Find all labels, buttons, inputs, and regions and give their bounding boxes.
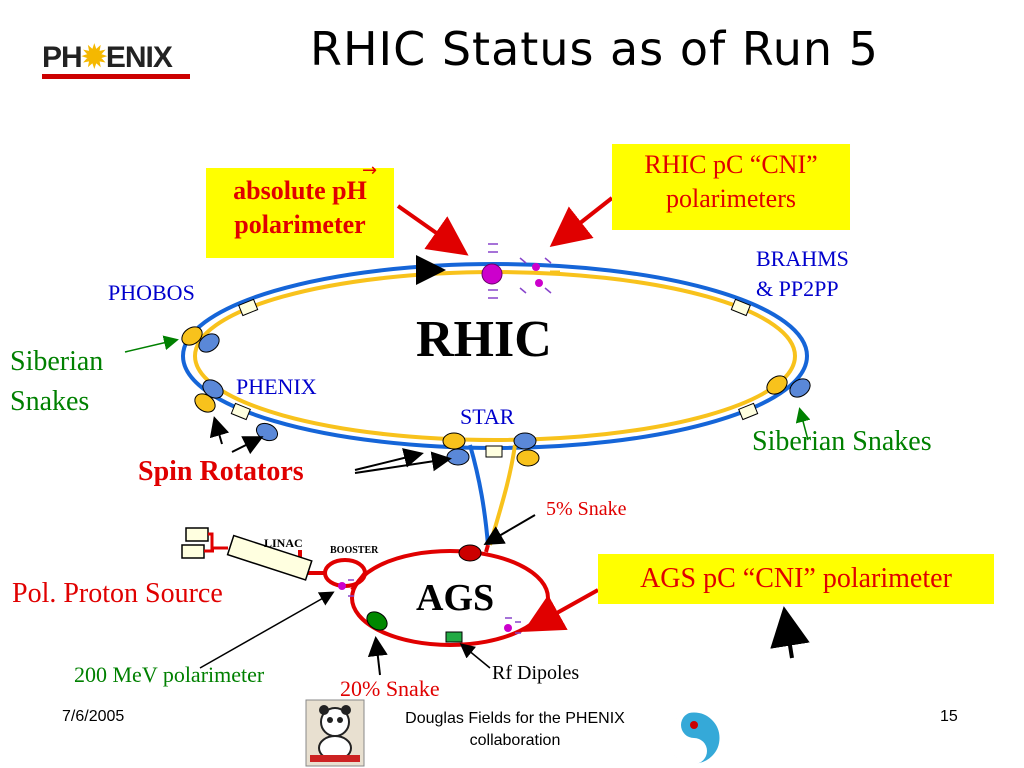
brahms-label: BRAHMS & PP2PP: [756, 244, 849, 304]
ags-pc-up-arrow: [770, 606, 810, 659]
footer-date: 7/6/2005: [62, 708, 125, 725]
phobos-label: PHOBOS: [108, 280, 195, 305]
brahms-line1: BRAHMS: [756, 246, 849, 271]
rf-dipole-icon: [445, 631, 463, 643]
spin-rotator-arrow-2: [231, 436, 264, 455]
pol-proton-arrow: [199, 591, 335, 669]
page-title: RHIC Status as of Run 5: [310, 22, 879, 76]
logo-text-right: ENIX: [105, 41, 173, 74]
ags-label: AGS: [416, 577, 495, 619]
linac: [226, 534, 313, 581]
five-pct-snake-arrow: [483, 514, 536, 546]
transfer-line-red: [484, 544, 490, 553]
phenix-label: PHENIX: [236, 374, 317, 399]
siberian-left-label: Siberian Snakes: [10, 342, 103, 422]
ags-5pct-snake-icon: [458, 544, 482, 562]
absolute-ph-line2: polarimeter: [234, 210, 366, 239]
footer-author-line1: Douglas Fields for the PHENIX: [405, 710, 625, 727]
siberian-right-arrow: [795, 407, 811, 441]
rhic-label: RHIC: [416, 311, 552, 368]
booster-polarimeter-icon: [338, 582, 346, 590]
absolute-ph-arrow: [396, 204, 469, 256]
footer-author: Douglas Fields for the PHENIX collaborat…: [380, 708, 650, 752]
ph-jet-icon: [481, 263, 503, 285]
injection-line-blue: [468, 444, 490, 546]
brahms-line2: & PP2PP: [756, 276, 839, 301]
twenty-pct-snake-arrow: [367, 636, 388, 676]
polarimeter-200mev-label: 200 MeV polarimeter: [74, 662, 265, 687]
linac-label: LINAC: [264, 536, 303, 550]
source-block-1: [185, 527, 209, 542]
source-block-2: [181, 544, 205, 559]
pol-proton-source-label: Pol. Proton Source: [12, 578, 223, 609]
ring-detector-right: [738, 402, 759, 421]
logo-text-left: PH: [42, 41, 83, 74]
rhic-pc-line1: RHIC pC “CNI”: [644, 150, 818, 179]
logo-underline: [42, 74, 190, 79]
ags-20pct-snake-icon: [366, 611, 388, 631]
booster-label: BOOSTER: [330, 545, 379, 556]
siberian-left-line2: Snakes: [10, 386, 90, 417]
absolute-ph-line1: absolute pH: [233, 176, 367, 205]
ags-pc-label: AGS pC “CNI” polarimeter: [598, 554, 994, 604]
ags-pc-polarimeter-icon: [504, 624, 512, 632]
sun-icon: ✹: [81, 41, 107, 74]
ags-pc-arrow: [523, 588, 599, 632]
spin-rotator-arrow-3: [354, 448, 424, 471]
rf-dipoles-label: Rf Dipoles: [492, 662, 580, 684]
siberian-right-label: Siberian Snakes: [752, 426, 932, 457]
brahms-detector: [730, 298, 751, 317]
twenty-pct-snake-label: 20% Snake: [340, 676, 440, 701]
absolute-ph-label: absolute pH polarimeter: [206, 168, 394, 258]
rhic-pc-polarimeter-2: [535, 279, 543, 287]
spin-rotators-label: Spin Rotators: [138, 456, 304, 487]
siberian-left-line1: Siberian: [10, 346, 104, 377]
vector-arrow-icon: →: [362, 160, 378, 181]
rhic-pc-line2: polarimeters: [666, 184, 796, 213]
phenix-detector: [230, 402, 251, 421]
panda-icon: [305, 699, 365, 767]
spin-rotator-arrow-1: [209, 416, 230, 445]
five-pct-snake-label: 5% Snake: [546, 498, 627, 520]
siberian-left-arrow: [124, 335, 179, 353]
star-detector: [485, 445, 503, 458]
spin-rotator-icon: [194, 379, 540, 467]
phobos-detector: [238, 298, 259, 317]
spin-rotator-arrow-4: [354, 451, 452, 474]
rhic-pc-label: RHIC pC “CNI” polarimeters: [612, 144, 850, 230]
star-label: STAR: [460, 404, 515, 429]
footer-author-line2: collaboration: [469, 732, 561, 749]
siberian-snake-icon: [181, 326, 811, 398]
phenix-logo: PH✹ENIX: [42, 40, 173, 75]
rhic-pc-polarimeter-1: [532, 263, 540, 271]
rhic-pc-arrow: [549, 196, 614, 247]
page-number: 15: [940, 708, 958, 725]
rf-dipoles-arrow: [459, 643, 491, 669]
yin-yang-icon: [667, 711, 721, 765]
